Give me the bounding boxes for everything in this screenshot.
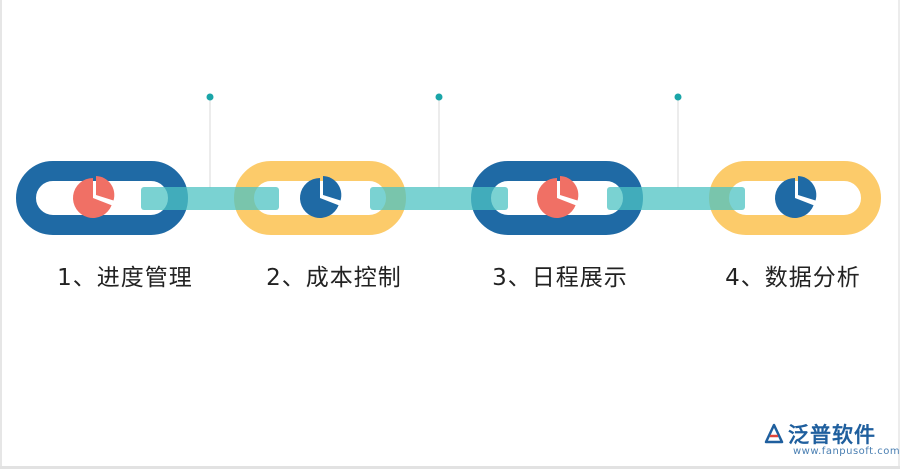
brand-name: 泛普软件 (788, 423, 876, 447)
connector-bar-1 (141, 187, 279, 210)
frame-border-right (898, 0, 900, 469)
pie-chart-icon (536, 176, 579, 218)
connector-bar-3 (607, 187, 745, 210)
pie-chart-icon (299, 176, 342, 218)
brand-url: www.fanpusoft.com (793, 446, 900, 457)
step-label-progress: 1、进度管理 (57, 265, 193, 291)
brand-watermark: 泛普软件 www.fanpusoft.com (760, 419, 900, 461)
step-label-analysis: 4、数据分析 (725, 265, 861, 291)
pin-dot-2 (435, 93, 443, 101)
pie-chart-icon (72, 176, 115, 218)
pie-chart-icon (774, 176, 817, 218)
frame-border-bottom (0, 466, 900, 469)
pin-dot-3 (674, 93, 682, 101)
frame-border-left (0, 0, 2, 469)
fanpu-logo-icon (764, 423, 784, 444)
pin-dot-1 (206, 93, 214, 101)
connector-bar-2 (370, 187, 508, 210)
step-label-cost: 2、成本控制 (266, 265, 402, 291)
step-label-schedule: 3、日程展示 (492, 265, 628, 291)
